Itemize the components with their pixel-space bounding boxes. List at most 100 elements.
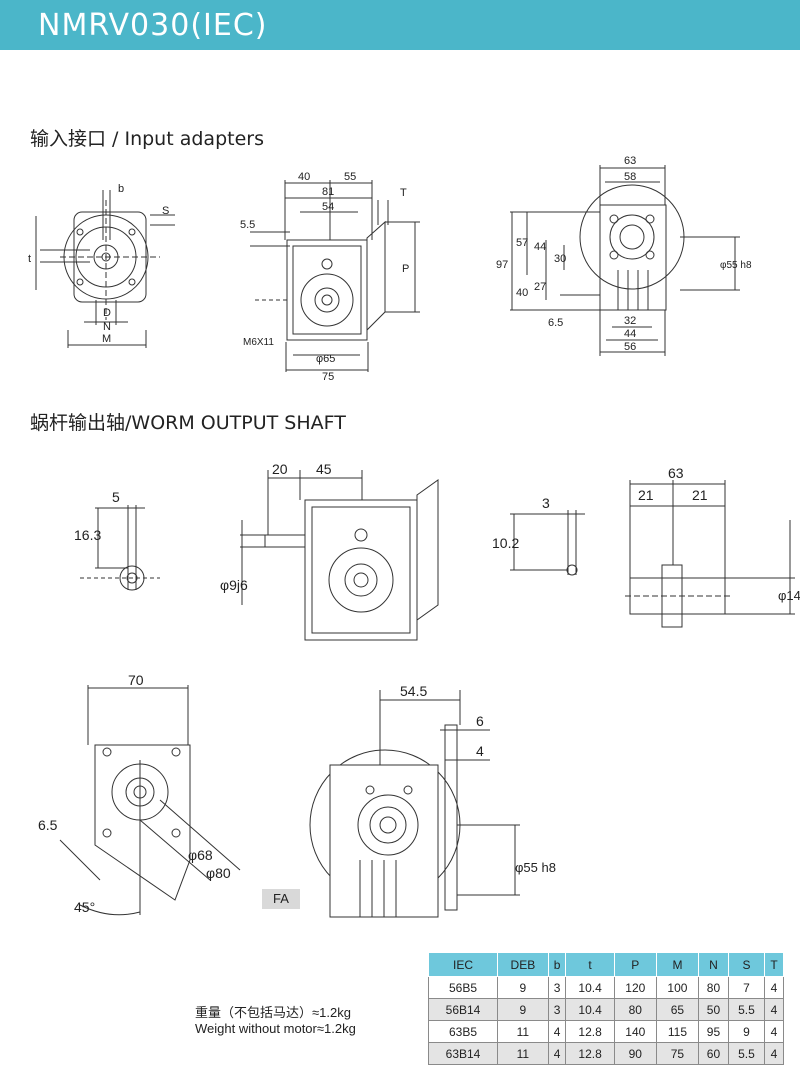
header-bar: NMRV030(IEC)	[0, 0, 800, 50]
fa-label: FA	[262, 889, 300, 909]
dim-phi80: φ80	[206, 865, 231, 881]
table-cell: 63B5	[427, 1020, 499, 1043]
dim-21-right: 21	[692, 487, 708, 503]
dim-6-5: 6.5	[548, 317, 563, 329]
header-p: P	[613, 952, 657, 977]
table-cell: 10.4	[565, 998, 615, 1021]
table-cell: 120	[613, 976, 657, 999]
table-cell: 4	[763, 998, 785, 1021]
dim-5: 5	[112, 489, 120, 505]
dim-p: P	[402, 263, 409, 275]
table-row: 56B14 9 3 10.4 80 65 50 5.5 4	[427, 998, 785, 1021]
dim-45-deg: 45°	[74, 899, 95, 915]
dim-6-5-flange: 6.5	[38, 817, 58, 833]
dim-d: D	[103, 307, 111, 319]
table-cell: 115	[655, 1020, 700, 1043]
table-cell: 80	[698, 976, 729, 999]
drawing-shaft-key-2	[510, 510, 585, 576]
table-cell: 56B14	[427, 998, 499, 1021]
dim-40: 40	[298, 171, 310, 183]
drawing-output-flange-front	[59, 685, 241, 916]
table-cell: 56B5	[427, 976, 499, 999]
table-cell: 12.8	[565, 1042, 615, 1065]
dim-phi14-h8: φ14 H8	[778, 588, 800, 603]
dim-phi55-h8: φ55 h8	[720, 260, 752, 271]
drawing-flange-front	[35, 190, 175, 348]
table-cell: 100	[655, 976, 700, 999]
table-cell: 11	[497, 1042, 549, 1065]
header-iec: IEC	[427, 952, 499, 977]
dim-5-5: 5.5	[240, 219, 255, 231]
dim-b: b	[118, 183, 124, 195]
table-cell: 90	[613, 1042, 657, 1065]
dim-n: N	[103, 321, 111, 333]
drawing-gearbox-side	[250, 180, 420, 372]
dim-58: 58	[624, 171, 636, 183]
spec-table: IEC DEB b t P M N S T 56B5 9 3 10.4 120 …	[427, 952, 785, 1065]
table-cell: 7	[727, 976, 765, 999]
dim-63-shaft: 63	[668, 465, 684, 481]
dim-21-left: 21	[638, 487, 654, 503]
table-cell: 50	[698, 998, 729, 1021]
spec-table-header: IEC DEB b t P M N S T	[427, 952, 785, 977]
dim-3: 3	[542, 495, 550, 511]
section-title-worm-output-shaft: 蜗杆输出轴/WORM OUTPUT SHAFT	[30, 412, 346, 434]
dim-70: 70	[128, 672, 144, 688]
dim-t: t	[28, 253, 31, 265]
dim-30: 30	[554, 253, 566, 265]
drawing-output-flange-side	[309, 690, 520, 918]
section-title-input-adapters: 输入接口 / Input adapters	[30, 128, 264, 150]
table-cell: 4	[547, 1042, 567, 1065]
weight-cn: 重量（不包括马达）≈1.2kg	[195, 1005, 351, 1020]
dim-phi65: φ65	[316, 353, 335, 365]
table-cell: 63B14	[427, 1042, 499, 1065]
dim-56: 56	[624, 341, 636, 353]
table-cell: 11	[497, 1020, 549, 1043]
drawing-shaft-key-1	[80, 505, 160, 591]
table-cell: 95	[698, 1020, 729, 1043]
dim-97: 97	[496, 259, 508, 271]
dim-44: 44	[534, 241, 546, 253]
dim-32: 32	[624, 315, 636, 327]
table-row: 56B5 9 3 10.4 120 100 80 7 4	[427, 976, 785, 999]
dim-40-view3: 40	[516, 287, 528, 299]
table-cell: 65	[655, 998, 700, 1021]
table-cell: 3	[547, 976, 567, 999]
dim-phi9j6: φ9j6	[220, 577, 248, 593]
dim-44-bottom: 44	[624, 328, 636, 340]
dim-m: M	[102, 333, 111, 345]
table-row: 63B14 11 4 12.8 90 75 60 5.5 4	[427, 1042, 785, 1065]
table-cell: 9	[497, 976, 549, 999]
table-cell: 9	[497, 998, 549, 1021]
header-b: b	[547, 952, 567, 977]
header-t: t	[565, 952, 615, 977]
table-cell: 5.5	[727, 1042, 765, 1065]
dim-20: 20	[272, 461, 288, 477]
table-cell: 4	[547, 1020, 567, 1043]
dim-16-3: 16.3	[74, 527, 101, 543]
drawing-hollow-shaft	[625, 480, 795, 628]
table-row: 63B5 11 4 12.8 140 115 95 9 4	[427, 1020, 785, 1043]
dim-81: 81	[322, 186, 334, 198]
header-m: M	[655, 952, 700, 977]
dim-6: 6	[476, 713, 484, 729]
dim-t-view2: T	[400, 187, 407, 199]
dim-s: S	[162, 205, 169, 217]
header-n: N	[698, 952, 729, 977]
table-cell: 3	[547, 998, 567, 1021]
dim-phi68: φ68	[188, 847, 213, 863]
weight-info: 重量（不包括马达）≈1.2kg Weight without motor≈1.2…	[195, 1005, 356, 1037]
table-cell: 75	[655, 1042, 700, 1065]
table-cell: 60	[698, 1042, 729, 1065]
dim-55: 55	[344, 171, 356, 183]
dim-45: 45	[316, 461, 332, 477]
dim-phi55-h8-side: φ55 h8	[515, 860, 556, 875]
table-cell: 10.4	[565, 976, 615, 999]
table-cell: 5.5	[727, 998, 765, 1021]
table-cell: 4	[763, 976, 785, 999]
table-cell: 80	[613, 998, 657, 1021]
header-s: S	[727, 952, 765, 977]
dim-27: 27	[534, 281, 546, 293]
drawing-gearbox-shaft	[240, 470, 439, 641]
header-tt: T	[763, 952, 785, 977]
